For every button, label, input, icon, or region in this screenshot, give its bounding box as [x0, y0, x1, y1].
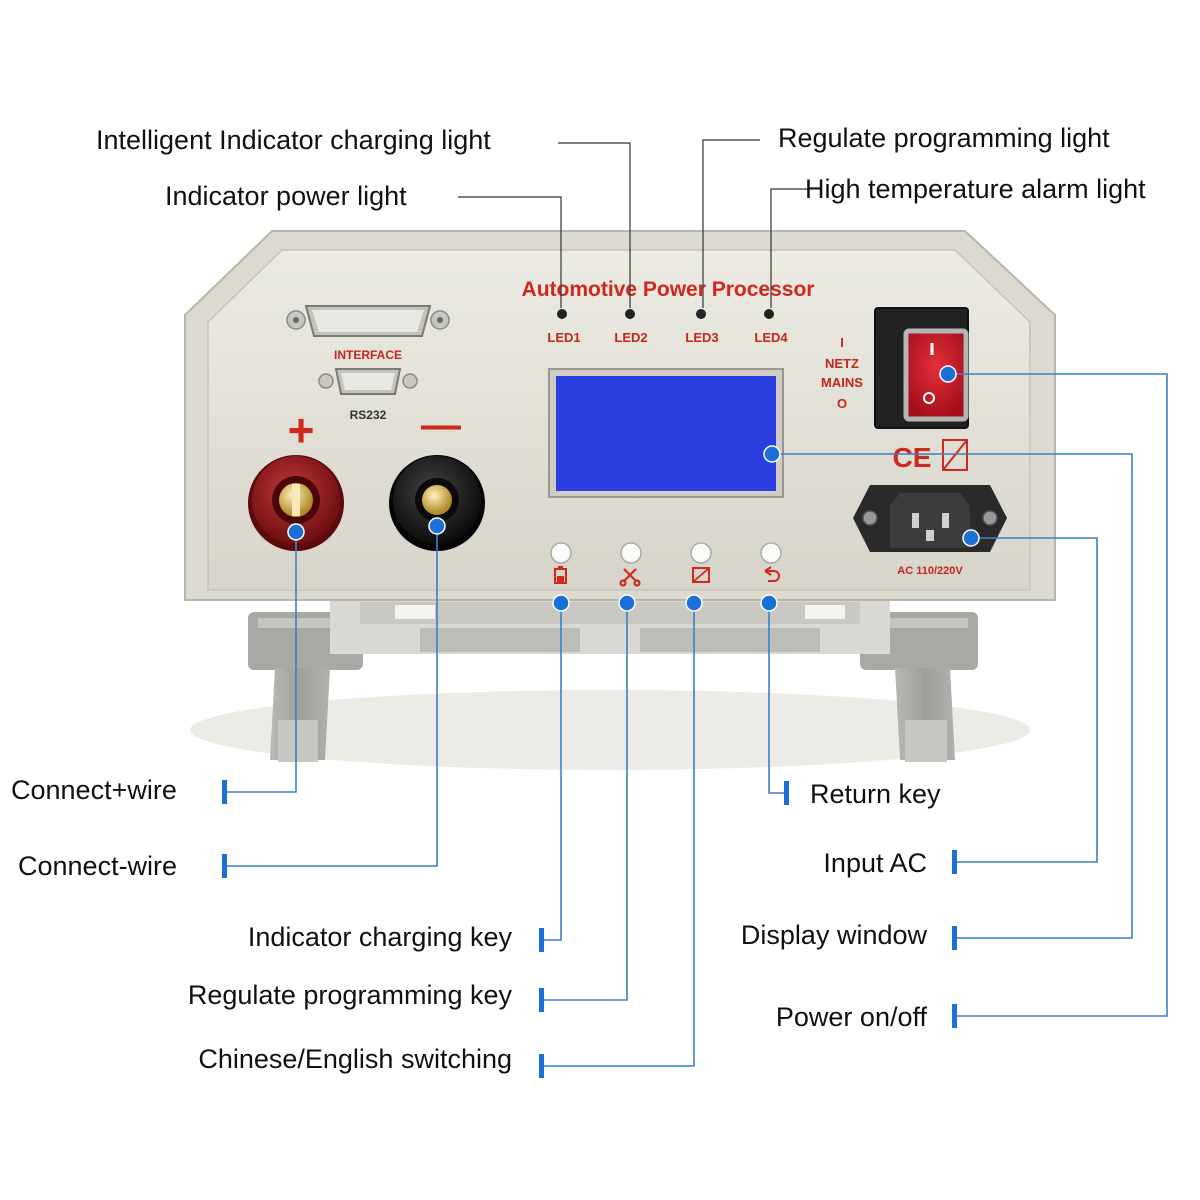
- keypad: [550, 542, 782, 564]
- rs232-label: RS232: [350, 408, 387, 422]
- battery-icon: [554, 566, 567, 584]
- callout-power-light: Indicator power light: [165, 181, 407, 211]
- callout-language-switching: Chinese/English switching: [198, 1044, 512, 1074]
- led-2-label: LED2: [614, 330, 647, 345]
- callout-input-ac: Input AC: [823, 848, 927, 878]
- led-2: [625, 309, 635, 319]
- callout-regulate-programming-light: Regulate programming light: [778, 123, 1110, 153]
- plus-sign: +: [288, 404, 315, 456]
- led-1-label: LED1: [547, 330, 580, 345]
- led-4: [764, 309, 774, 319]
- callout-charging-key: Indicator charging key: [247, 922, 512, 952]
- callout-display-window: Display window: [740, 920, 927, 950]
- lcd-display: [556, 376, 776, 491]
- language-key[interactable]: [690, 542, 712, 564]
- negative-terminal[interactable]: [389, 455, 485, 551]
- led-4-label: LED4: [754, 330, 788, 345]
- positive-terminal[interactable]: [248, 455, 344, 551]
- floor-shadow: [190, 690, 1030, 770]
- minus-sign: —: [421, 403, 461, 447]
- certification-icon: [942, 439, 968, 471]
- ac-inlet[interactable]: [853, 485, 1007, 552]
- callout-end-bars: [222, 780, 957, 1078]
- callout-intelligent-charging-light: Intelligent Indicator charging light: [96, 125, 491, 155]
- switch-off-mark: [923, 392, 935, 404]
- top-callout-lines: [458, 139, 810, 308]
- led-row: [557, 309, 774, 319]
- scissors-icon: [619, 568, 641, 587]
- callout-markers: [287, 365, 980, 612]
- callout-power-on-off: Power on/off: [775, 1002, 927, 1032]
- callout-return-key: Return key: [810, 779, 941, 809]
- charging-key[interactable]: [550, 542, 572, 564]
- switch-i-label: I: [840, 335, 844, 350]
- rs232-port: [318, 368, 418, 395]
- switch-o-label: O: [837, 396, 847, 411]
- ce-mark: CE: [893, 442, 932, 473]
- return-icon: [764, 566, 780, 582]
- device-title: Automotive Power Processor: [522, 278, 815, 301]
- led-1: [557, 309, 567, 319]
- callout-connect-minus-wire: Connect-wire: [18, 851, 178, 881]
- switch-netz-label: NETZ: [825, 356, 859, 371]
- switch-mains-label: MAINS: [821, 375, 863, 390]
- ac-input-label: AC 110/220V: [897, 565, 963, 577]
- callout-lines: [226, 373, 1168, 1067]
- callout-programming-key: Regulate programming key: [187, 980, 512, 1010]
- db25-port: [286, 305, 450, 337]
- callout-connect-plus-wire: Connect+wire: [11, 775, 177, 805]
- bottom-rail: [330, 598, 890, 654]
- led-3-label: LED3: [685, 330, 718, 345]
- return-key[interactable]: [760, 542, 782, 564]
- led-3: [696, 309, 706, 319]
- programming-key[interactable]: [620, 542, 642, 564]
- language-switch-icon: [692, 567, 710, 583]
- interface-label: INTERFACE: [334, 348, 402, 362]
- power-switch[interactable]: [903, 328, 969, 422]
- callout-high-temp-alarm-light: High temperature alarm light: [805, 174, 1146, 204]
